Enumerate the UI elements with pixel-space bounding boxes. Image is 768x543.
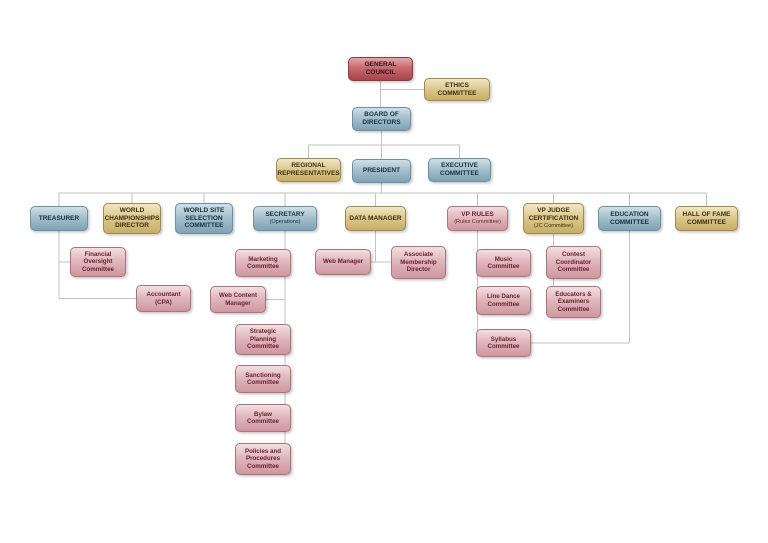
node-label: REGIONAL REPRESENTATIVES [277, 162, 340, 177]
node-label: WORLD CHAMPIONSHIPS DIRECTOR [104, 206, 160, 230]
node-label: Contest Coordinator Committee [555, 251, 592, 274]
node-bylaw-committee: Bylaw Committee [235, 404, 291, 432]
node-label: Policies and Procedures Committee [244, 447, 282, 470]
node-label: SECRETARY [265, 211, 305, 219]
node-associate-membership-director: Associate Membership Director [391, 246, 446, 279]
node-label: Educators & Examiners Committee [555, 290, 592, 313]
node-label: Associate Membership Director [400, 251, 437, 274]
node-vp-judge-certification: VP JUDGE CERTIFICATION (JC Committee) [523, 203, 584, 234]
node-label: ETHICS COMMITTEE [437, 81, 477, 97]
node-label: VP RULES [461, 211, 494, 219]
node-label: PRESIDENT [362, 167, 401, 175]
node-ethics-committee: ETHICS COMMITTEE [424, 78, 490, 101]
node-treasurer: TREASURER [30, 206, 88, 231]
node-label: EDUCATION COMMITTEE [610, 210, 649, 226]
node-label: HALL OF FAME COMMITTEE [682, 210, 731, 226]
node-general-council: GENERAL COUNCIL [348, 57, 413, 81]
node-label: BOARD OF DIRECTORS [362, 111, 401, 126]
node-label: Syllabus Committee [487, 335, 520, 350]
node-label: Sanctioning Committee [245, 371, 281, 386]
node-secretary: SECRETARY (Operations) [253, 206, 317, 231]
node-label: Marketing Committee [247, 255, 279, 270]
node-president: PRESIDENT [352, 159, 411, 183]
node-label: Bylaw Committee [247, 410, 279, 425]
node-data-manager: DATA MANAGER [345, 206, 406, 231]
node-label: EXECUTIVE COMMITTEE [440, 162, 479, 177]
node-marketing-committee: Marketing Committee [235, 249, 291, 277]
node-strategic-planning-committee: Strategic Planning Committee [235, 324, 291, 355]
node-music-committee: Music Committee [476, 249, 531, 277]
node-contest-coordinator-committee: Contest Coordinator Committee [546, 246, 601, 279]
node-regional-representatives: REGIONAL REPRESENTATIVES [276, 158, 341, 182]
node-label: Line Dance Committee [486, 293, 520, 308]
node-web-manager: Web Manager [315, 249, 371, 275]
node-label: Accountant (CPA) [146, 291, 181, 306]
node-label: WORLD SITE SELECTION COMMITTEE [183, 206, 225, 230]
node-label: Web Manager [322, 258, 364, 266]
node-executive-committee: EXECUTIVE COMMITTEE [428, 158, 491, 182]
node-label: TREASURER [38, 214, 80, 222]
node-educators-examiners-committee: Educators & Examiners Committee [546, 286, 601, 318]
node-financial-oversight-committee: Financial Oversight Committee [70, 247, 126, 277]
node-label: GENERAL COUNCIL [364, 61, 397, 76]
node-syllabus-committee: Syllabus Committee [476, 329, 531, 357]
node-vp-rules: VP RULES (Rules Committee) [447, 206, 508, 231]
node-sublabel: (JC Committee) [533, 223, 574, 230]
node-label: Financial Oversight Committee [82, 250, 114, 273]
node-sublabel: (Rules Committee) [454, 219, 501, 226]
node-label: Web Content Manager [218, 292, 258, 307]
node-education-committee: EDUCATION COMMITTEE [598, 206, 661, 231]
node-accountant-cpa: Accountant (CPA) [136, 285, 191, 312]
node-label: Strategic Planning Committee [247, 328, 279, 351]
node-world-championships-director: WORLD CHAMPIONSHIPS DIRECTOR [103, 203, 161, 234]
node-line-dance-committee: Line Dance Committee [476, 286, 531, 315]
node-sublabel: (Operations) [269, 219, 301, 226]
node-hall-of-fame-committee: HALL OF FAME COMMITTEE [675, 206, 738, 231]
node-policies-procedures-committee: Policies and Procedures Committee [235, 443, 291, 475]
node-label: DATA MANAGER [349, 214, 402, 222]
node-world-site-selection-committee: WORLD SITE SELECTION COMMITTEE [175, 203, 233, 234]
node-web-content-manager: Web Content Manager [210, 286, 266, 313]
node-sanctioning-committee: Sanctioning Committee [235, 365, 291, 393]
node-label: Music Committee [487, 255, 520, 270]
node-label: VP JUDGE CERTIFICATION [528, 207, 579, 223]
node-board-of-directors: BOARD OF DIRECTORS [352, 107, 411, 131]
